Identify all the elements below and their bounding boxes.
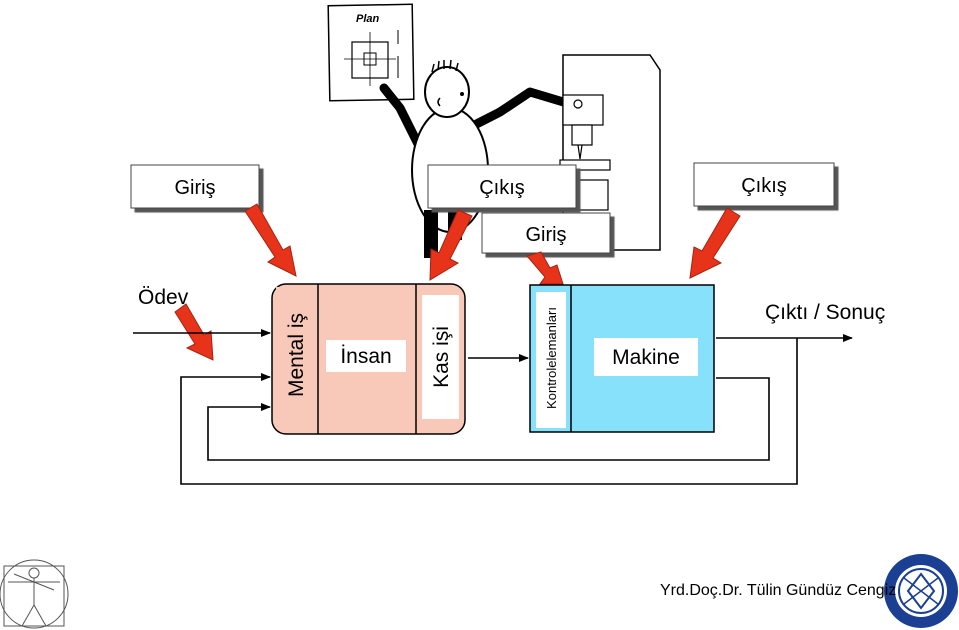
task-label: Ödev [138,286,189,309]
human-label-box: İnsan [326,340,406,372]
output-right-label: Çıkış [741,175,787,197]
muscle-work-label: Kas işi [430,326,453,388]
red-arrow-task [174,303,214,361]
flow-lines [133,329,853,485]
plan-label: Plan [356,13,380,25]
vitruvian-man-logo [0,559,69,629]
label-box-input-left: Giriş [130,164,260,209]
muscle-work-panel: Kas işi [422,295,459,419]
human-label: İnsan [340,345,391,368]
machine-label-box: Makine [594,338,698,376]
label-box-output-mid: Çıkış [427,164,577,209]
author-credit: Yrd.Doç.Dr. Tülin Gündüz Cengiz [660,582,897,599]
outer-feedback-loop [180,338,798,485]
university-seal-logo [884,554,958,628]
red-arrow-input-left [244,203,297,277]
input-machine-label: Giriş [525,224,566,246]
plan-sheet: Plan [327,3,415,102]
mental-work-panel: Mental iş [276,287,314,411]
red-arrow-output-mid [429,209,473,281]
human-block: Mental iş Kas işi İnsan [271,283,466,435]
label-box-input-machine: Giriş [481,212,611,254]
output-mid-label: Çıkış [479,177,525,199]
mental-work-label: Mental iş [285,313,308,397]
machine-label: Makine [612,346,680,369]
inner-feedback-loop [207,377,770,461]
controls-panel: Kontrolelemanları [536,292,566,428]
input-left-label: Giriş [174,177,215,199]
red-arrow-output-right [689,207,741,279]
label-box-output-right: Çıkış [693,162,835,207]
machine-illustration [559,54,661,251]
machine-block: Kontrolelemanları Makine [529,284,715,433]
result-label: Çıktı / Sonuç [765,301,885,324]
red-arrows [174,203,741,361]
red-arrow-input-machine [526,251,564,285]
controls-label: Kontrolelemanları [544,307,559,409]
